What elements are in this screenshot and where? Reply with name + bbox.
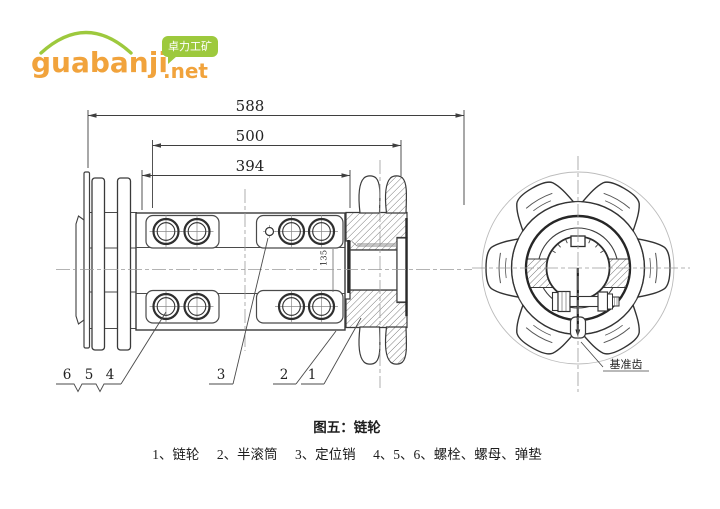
figure-caption: 图五：链轮 1、链轮 2、半滚筒 3、定位销 4、5、6、螺栓、螺母、弹垫 <box>0 416 694 463</box>
centerlines <box>56 156 690 392</box>
end-washer-plate <box>83 171 91 349</box>
site-logo: guabanji .net 卓力工矿 <box>30 20 240 92</box>
parts-list-item: 4、5、6、螺栓、螺母、弹垫 <box>373 447 542 462</box>
nut <box>597 291 609 312</box>
balloon-5: 5 <box>85 367 94 383</box>
parts-list: 1、链轮 2、半滚筒 3、定位销 4、5、6、螺栓、螺母、弹垫 <box>0 443 694 463</box>
dim-394-text: 394 <box>236 157 265 175</box>
bore-note-smudge <box>357 243 397 247</box>
figure-title: 图五：链轮 <box>313 420 381 435</box>
balloon-6: 6 <box>63 367 72 383</box>
dimension-135: 135 <box>320 249 334 292</box>
logo-arc-icon <box>39 30 133 55</box>
dimension-500: 500 <box>152 127 402 208</box>
bolt-shaft <box>569 295 599 308</box>
end-bracket <box>75 215 85 325</box>
logo-brand-text: guabanji <box>31 46 168 79</box>
dim-500-text: 500 <box>236 127 265 145</box>
dimension-588: 588 <box>87 97 465 205</box>
balloon-1: 1 <box>308 367 317 383</box>
balloon-2: 2 <box>280 367 289 383</box>
tooth-profile-top-left <box>358 175 381 214</box>
bolt-assembly <box>551 290 620 313</box>
logo-tld-text: .net <box>163 59 208 83</box>
side-section-view: 135 <box>75 171 408 365</box>
sprocket-cross-section <box>345 175 408 365</box>
positioning-pin <box>263 225 276 238</box>
dim-588-text: 588 <box>236 97 265 115</box>
tooth-profile-top-right <box>384 175 408 214</box>
dimension-394: 394 <box>141 157 351 210</box>
bore-note-leader <box>351 241 358 247</box>
dimensions: 588 500 394 <box>87 97 465 210</box>
spring-washer <box>551 291 559 312</box>
tooth-profile-bottom-right <box>384 326 408 365</box>
bolt-thread-tip <box>612 296 620 307</box>
parts-list-item: 3、定位销 <box>294 447 356 462</box>
parts-list-item: 1、链轮 <box>152 447 200 462</box>
dim-135-text: 135 <box>320 250 330 266</box>
item-balloons: 6 5 4 3 2 1 <box>56 237 362 393</box>
bolt-head <box>557 290 571 313</box>
bolt-holes <box>149 215 338 323</box>
datum-label: 基准齿 <box>580 341 649 372</box>
washer <box>607 293 613 310</box>
hub-bore <box>349 249 398 291</box>
tooth-profile-bottom-left <box>358 326 381 365</box>
spline-serrations <box>551 238 605 254</box>
datum-label-text: 基准齿 <box>610 358 643 371</box>
flange-plate-inner <box>116 177 132 351</box>
flange-plate-outer <box>91 177 106 351</box>
balloon-3: 3 <box>217 367 226 383</box>
balloon-4: 4 <box>106 367 115 383</box>
logo-tagline-bubble: 卓力工矿 <box>162 36 218 64</box>
parts-list-item: 2、半滚筒 <box>216 447 278 462</box>
